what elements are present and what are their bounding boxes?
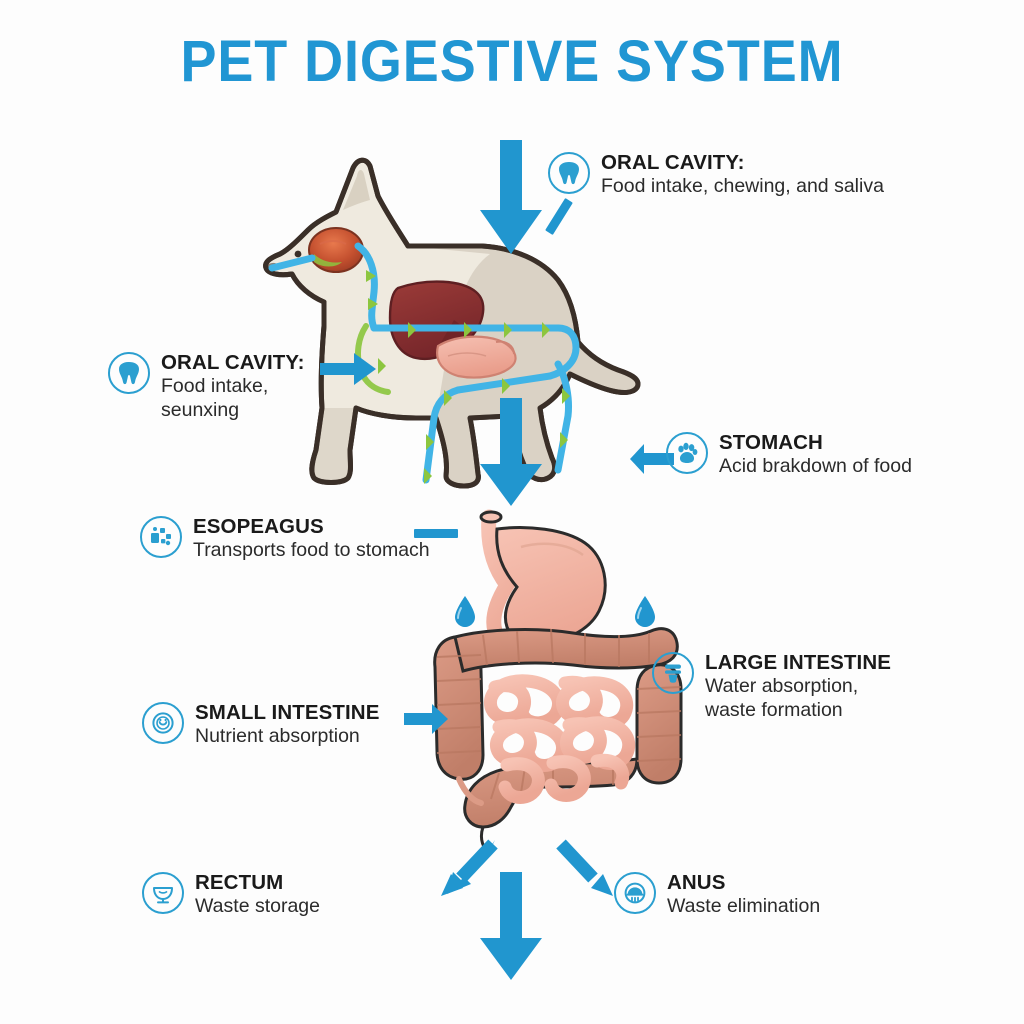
label-title: STOMACH — [719, 431, 823, 454]
label-desc: Food intake, seunxing — [161, 375, 269, 421]
dog-digestive-anatomy — [263, 157, 641, 489]
anus-icon — [614, 872, 656, 914]
esophagus-connector-dash — [414, 529, 458, 538]
arrow-down-to-dog — [480, 140, 542, 254]
arrow-right-to-dog-mouth — [320, 353, 376, 385]
label-title: ORAL CAVITY: — [161, 351, 305, 374]
label-rectum: RECTUM Waste storage — [142, 870, 320, 919]
label-title: SMALL INTESTINE — [195, 701, 380, 724]
arrow-left-to-dog-belly — [630, 444, 674, 474]
page-title: PET DIGESTIVE SYSTEM — [180, 29, 844, 94]
label-stomach: STOMACH Acid brakdown of food — [666, 430, 912, 479]
label-title: ESOPEAGUS — [193, 515, 324, 538]
label-desc: Water absorption, waste formation — [705, 675, 859, 721]
label-anus: ANUS Waste elimination — [614, 870, 820, 919]
label-oral-cavity-left: ORAL CAVITY: Food intake, seunxing — [108, 350, 305, 423]
large-intestine-icon — [652, 652, 694, 694]
arrow-down-to-stomach — [480, 398, 542, 506]
label-title: RECTUM — [195, 871, 284, 894]
stomach-and-intestines — [433, 509, 683, 855]
esophagus-icon — [140, 516, 182, 558]
label-small-intestine: SMALL INTESTINE Nutrient absorption — [142, 700, 380, 749]
arrow-down-out — [480, 872, 542, 980]
paw-icon — [666, 432, 708, 474]
label-title: LARGE INTESTINE — [705, 651, 892, 674]
rectum-icon — [142, 872, 184, 914]
label-desc: Acid brakdown of food — [719, 455, 912, 477]
water-drop-icon-right — [635, 596, 655, 627]
arrow-down-left-to-rectum — [441, 839, 498, 896]
arrow-right-to-small-intestine — [404, 704, 448, 734]
label-desc: Waste elimination — [667, 895, 821, 917]
label-desc: Food intake, chewing, and saliva — [601, 175, 884, 197]
label-title: ANUS — [667, 871, 726, 894]
label-large-intestine: LARGE INTESTINE Water absorption, waste … — [652, 650, 891, 723]
tooth-icon — [108, 352, 150, 394]
tooth-icon — [548, 152, 590, 194]
label-desc: Transports food to stomach — [193, 539, 430, 561]
small-intestine-icon — [142, 702, 184, 744]
label-esophagus: ESOPEAGUS Transports food to stomach — [140, 514, 430, 563]
arrow-down-right-to-anus — [556, 839, 613, 896]
label-desc: Waste storage — [195, 895, 320, 917]
water-drop-icon-left — [455, 596, 475, 627]
label-oral-cavity-top: ORAL CAVITY: Food intake, chewing, and s… — [548, 150, 884, 199]
label-title: ORAL CAVITY: — [601, 151, 745, 174]
label-desc: Nutrient absorption — [195, 725, 360, 747]
